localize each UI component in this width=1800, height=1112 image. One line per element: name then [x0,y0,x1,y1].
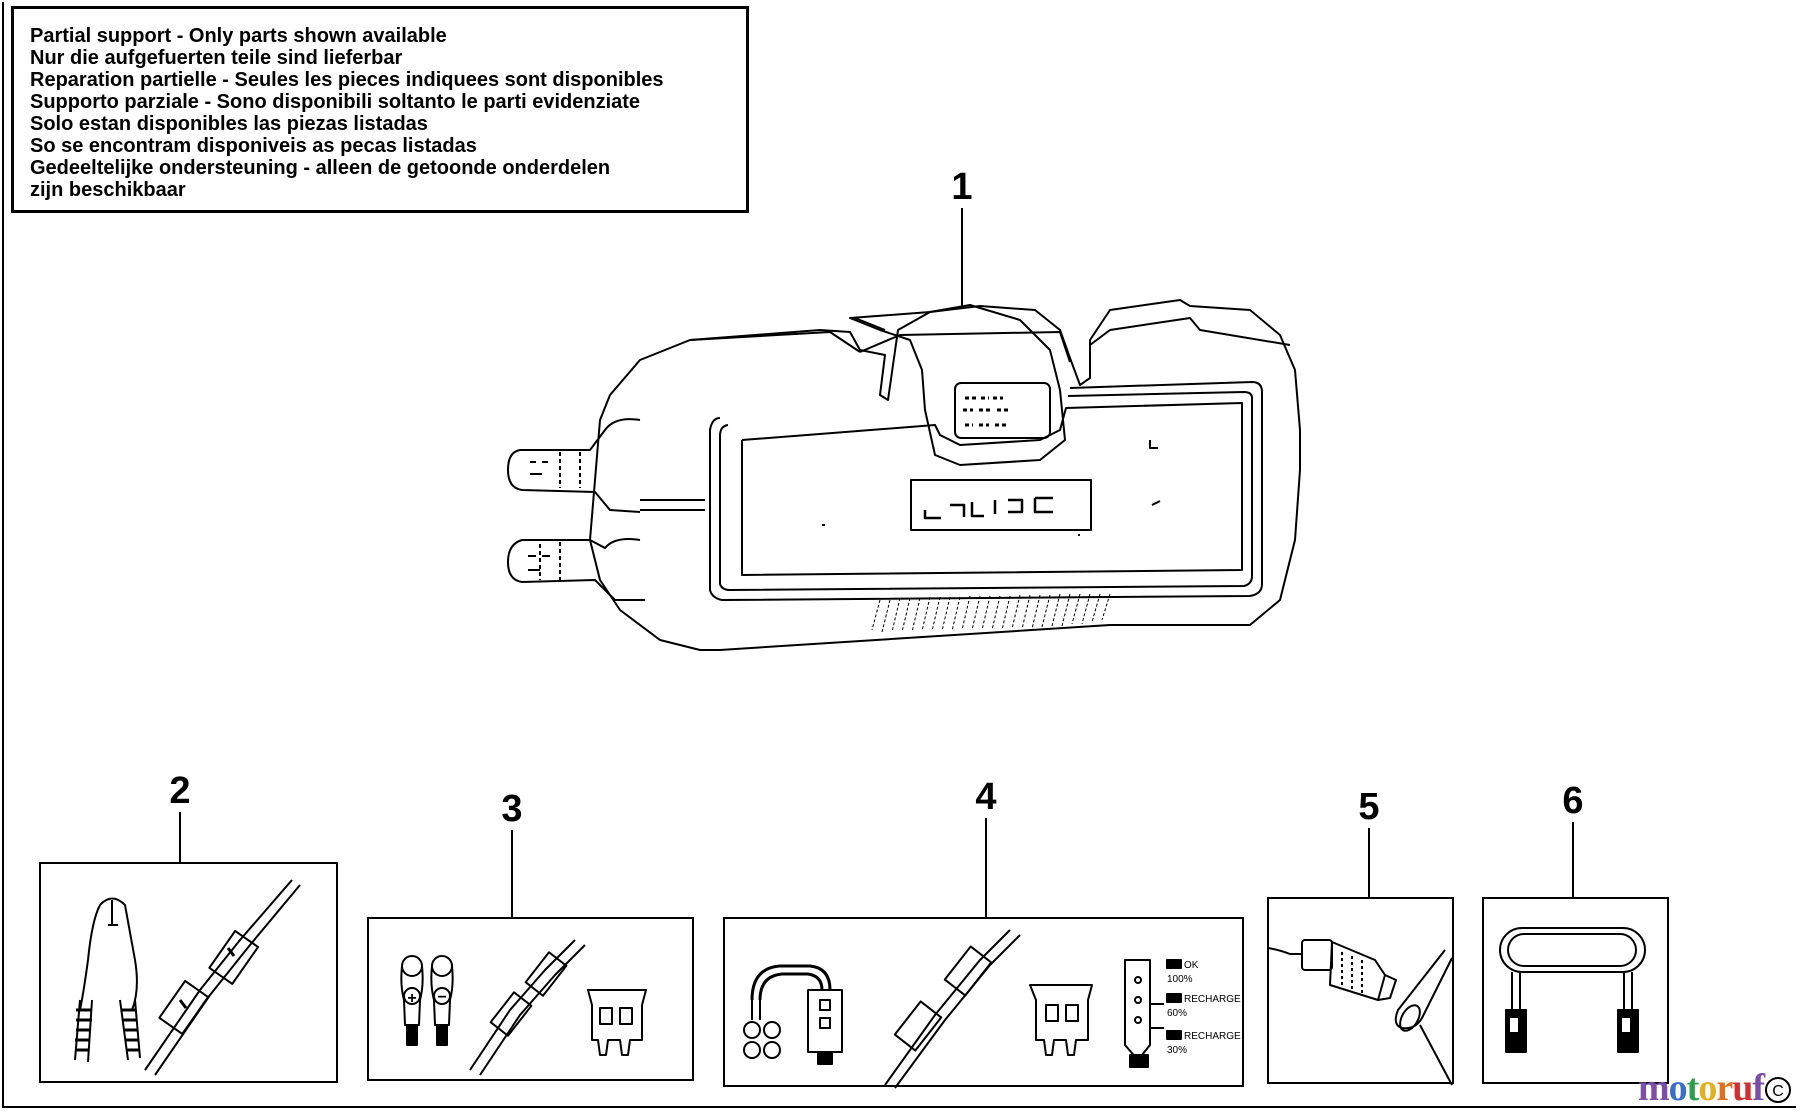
part-box-5 [1267,897,1454,1084]
watermark-letter: t [1686,1067,1700,1109]
watermark-letter: o [1668,1067,1688,1109]
leader-line-6 [1572,822,1574,898]
cigarette-lighter-adapter [1267,939,1453,1086]
notice-line: Solo estan disponibles las piezas listad… [30,113,428,135]
minus-terminal-symbol: − [437,989,446,1006]
leader-line-5 [1368,828,1370,898]
o-ring-connector-lead [1499,927,1646,1053]
notice-line: Nur die aufgefuerten teile sind lieferba… [30,47,403,69]
watermark-letter: o [1698,1067,1717,1109]
copyright-letter: C [1772,1083,1784,1100]
indicator-label-recharge-60: RECHARGE [1184,994,1241,1005]
leader-line-2 [179,812,181,863]
callout-1: 1 [951,166,973,208]
part-box-3 [367,917,694,1081]
indicator-label-ok: OK [1184,960,1199,971]
leader-line-1 [961,208,963,306]
battery-clamp-harness [74,879,301,1076]
ring-terminal-harness [400,939,647,1076]
battery-charger-body [507,299,1301,651]
callout-4: 4 [975,776,997,818]
callout-5: 5 [1358,786,1380,828]
callout-2: 2 [169,770,191,812]
motoruf-watermark-logo: motoruf [1638,1066,1765,1110]
indicator-label-ok-percent: 100% [1167,974,1193,985]
watermark-letter: f [1752,1067,1765,1109]
callout-6: 6 [1562,780,1584,822]
notice-line: zijn beschikbaar [30,179,186,201]
part-box-4 [723,917,1244,1087]
notice-line: So se encontram disponiveis as pecas lis… [30,135,477,157]
plus-terminal-symbol: + [407,990,416,1007]
indicator-label-recharge-30: RECHARGE [1184,1031,1241,1042]
part-box-2 [39,862,338,1083]
partial-support-notice: Partial support - Only parts shown avail… [11,6,749,213]
notice-line: Supporto parziale - Sono disponibili sol… [30,91,641,113]
indicator-label-30-percent: 30% [1167,1045,1187,1056]
leader-line-4 [985,818,987,918]
leader-line-3 [511,830,513,918]
watermark-letter: m [1638,1067,1670,1109]
part-box-6 [1482,897,1669,1084]
notice-line: Partial support - Only parts shown avail… [30,25,447,47]
quick-connect-indicator-harness [743,929,1182,1089]
notice-line: Gedeeltelijke ondersteuning - alleen de … [30,157,611,179]
watermark-letter: u [1732,1067,1753,1109]
indicator-label-60-percent: 60% [1167,1008,1187,1019]
notice-line: Reparation partielle - Seules les pieces… [30,69,664,91]
callout-3: 3 [501,788,523,830]
copyright-icon [1765,1077,1791,1103]
watermark-letter: r [1716,1067,1733,1109]
